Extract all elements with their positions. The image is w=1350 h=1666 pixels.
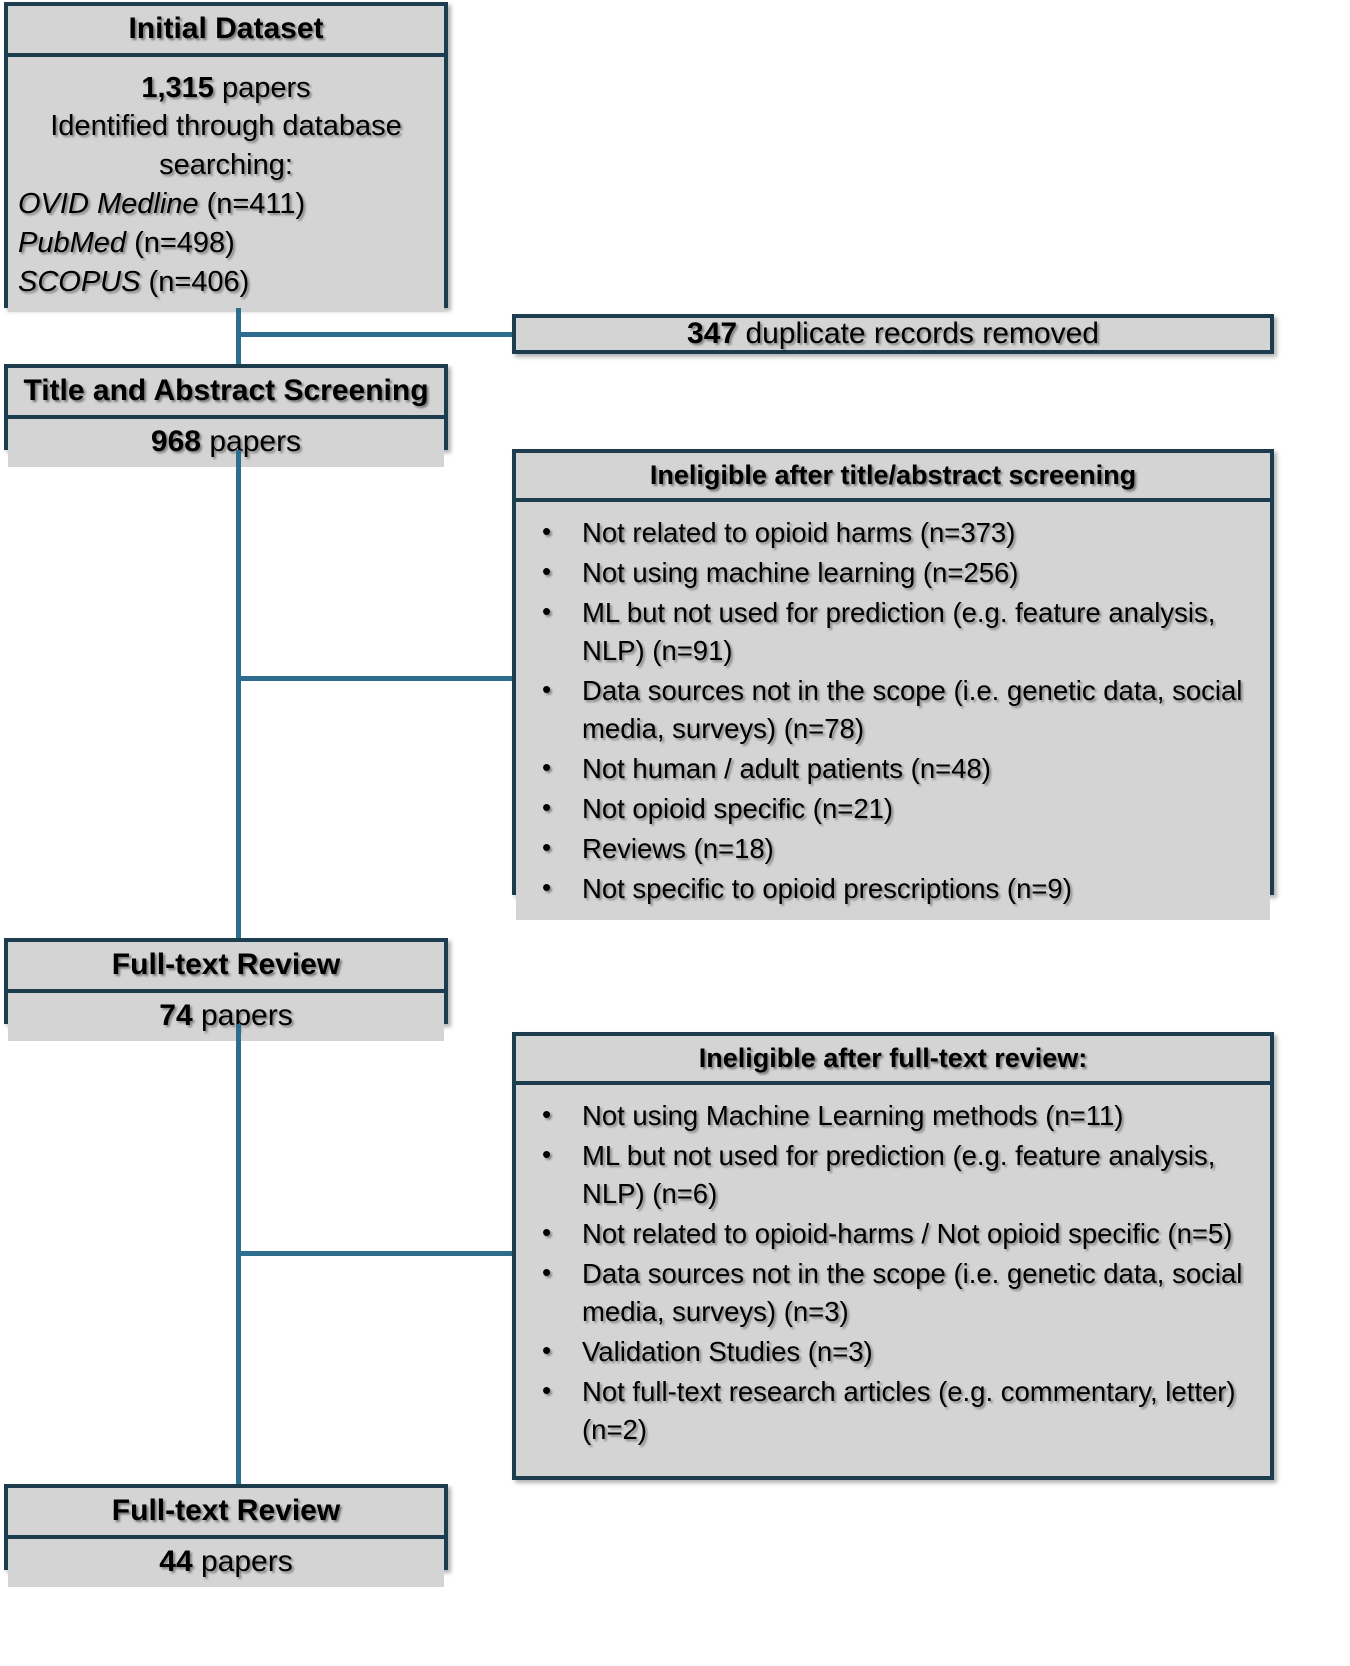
list-item: • Reviews (n=18) [520,830,1256,868]
fulltext-final-box: Full-text Review 44 papers [4,1484,448,1587]
list-item-label: Not related to opioid-harms / Not opioid… [582,1218,1233,1250]
connector-branch-ineligible-title-abstract [236,676,514,681]
fulltext-review-count: 74 [159,998,193,1032]
ineligible-fulltext-header: Ineligible after full-text review: [516,1036,1270,1086]
title-abstract-count-unit: papers [209,424,302,458]
source-ovid-medline: OVID Medline (n=411) [18,185,434,224]
title-abstract-count: 968 [150,424,201,458]
bullet-icon: • [542,1374,552,1405]
list-item: • Not specific to opioid prescriptions (n… [520,870,1256,908]
source-scopus-count: (n=406) [148,265,250,298]
connector-branch-duplicates [236,332,514,337]
list-item-label: Validation Studies (n=3) [582,1335,873,1367]
fulltext-review-header: Full-text Review [8,942,444,993]
source-ovid-medline-name: OVID Medline [18,188,199,221]
fulltext-final-header: Full-text Review [8,1488,444,1539]
list-item: • Not related to opioid-harms / Not opioi… [520,1215,1256,1253]
list-item-label: Data sources not in the scope (i.e. gene… [582,675,1243,745]
fulltext-final-count-unit: papers [200,1544,293,1578]
ineligible-title-abstract-body: • Not related to opioid harms (n=373) • No… [516,502,1270,920]
bullet-icon: • [542,1217,552,1248]
ineligible-title-abstract-box: Ineligible after title/abstract screenin… [512,449,1274,920]
list-item-label: ML but not used for prediction (e.g. fea… [582,597,1216,667]
list-item: • Not opioid specific (n=21) [520,790,1256,828]
source-pubmed: PubMed (n=498) [18,224,434,263]
connector-screening-to-fulltext [236,450,241,940]
list-item-label: Not using Machine Learning methods (n=11… [582,1100,1124,1132]
initial-dataset-body: 1,315 papers Identified through database… [8,56,444,312]
duplicate-records-label: duplicate records removed [745,317,1099,350]
bullet-icon: • [542,791,552,822]
source-pubmed-count: (n=498) [134,226,235,259]
ineligible-fulltext-list: • Not using Machine Learning methods (n=1… [516,1085,1270,1460]
ineligible-fulltext-box: Ineligible after full-text review: • Not … [512,1032,1274,1480]
bullet-icon: • [542,1139,552,1170]
initial-dataset-subtitle-line2: searching: [159,149,293,182]
bullet-icon: • [542,1257,552,1288]
list-item-label: Reviews (n=18) [582,832,774,864]
list-item-label: Not full-text research articles (e.g. co… [582,1375,1236,1445]
fulltext-final-count: 44 [159,1544,193,1578]
bullet-icon: • [542,596,552,627]
bullet-icon: • [542,871,552,902]
list-item: • Not human / adult patients (n=48) [520,750,1256,788]
source-scopus: SCOPUS (n=406) [18,263,434,302]
title-abstract-screening-box: Title and Abstract Screening 968 papers [4,364,448,467]
list-item-label: Not human / adult patients (n=48) [582,752,991,784]
fulltext-review-count-line: 74 papers [8,992,444,1041]
list-item-label: Data sources not in the scope (i.e. gene… [582,1258,1243,1328]
list-item: • Data sources not in the scope (i.e. gen… [520,1255,1256,1331]
bullet-icon: • [542,831,552,862]
ineligible-fulltext-body: • Not using Machine Learning methods (n=1… [516,1085,1270,1461]
source-pubmed-name: PubMed [18,226,127,259]
ineligible-title-abstract-list: • Not related to opioid harms (n=373) • No… [516,502,1270,919]
list-item-label: Not related to opioid harms (n=373) [582,517,1016,549]
initial-dataset-count-line: 1,315 papers [18,69,434,108]
initial-dataset-subtitle-line1: Identified through database [50,110,402,143]
source-scopus-name: SCOPUS [18,265,141,298]
bullet-icon: • [542,516,552,547]
list-item-label: Not specific to opioid prescriptions (n=… [582,872,1072,904]
bullet-icon: • [542,751,552,782]
list-item: • ML but not used for prediction (e.g. fe… [520,594,1256,670]
duplicate-records-count: 347 [687,317,738,350]
title-abstract-header: Title and Abstract Screening [8,368,444,419]
initial-dataset-count: 1,315 [141,71,214,104]
bullet-icon: • [542,674,552,705]
bullet-icon: • [542,556,552,587]
list-item-label: Not using machine learning (n=256) [582,557,1019,589]
list-item: • Not full-text research articles (e.g. c… [520,1373,1256,1449]
list-item: • Validation Studies (n=3) [520,1333,1256,1371]
list-item: • Not related to opioid harms (n=373) [520,514,1256,552]
list-item: • Data sources not in the scope (i.e. gen… [520,672,1256,748]
fulltext-review-count-unit: papers [200,998,293,1032]
connector-initial-to-screening [236,308,241,366]
initial-dataset-header: Initial Dataset [8,6,444,57]
list-item: • Not using machine learning (n=256) [520,554,1256,592]
initial-dataset-box: Initial Dataset 1,315 papers Identified … [4,2,448,312]
list-item-label: ML but not used for prediction (e.g. fea… [582,1140,1216,1210]
duplicate-records-box: 347 duplicate records removed [512,314,1274,354]
title-abstract-count-line: 968 papers [8,418,444,467]
connector-branch-ineligible-fulltext [236,1251,514,1256]
list-item-label: Not opioid specific (n=21) [582,792,894,824]
bullet-icon: • [542,1099,552,1130]
initial-dataset-count-unit: papers [221,71,311,104]
list-item: • ML but not used for prediction (e.g. fe… [520,1137,1256,1213]
fulltext-review-box: Full-text Review 74 papers [4,938,448,1041]
bullet-icon: • [542,1334,552,1365]
ineligible-title-abstract-header: Ineligible after title/abstract screenin… [516,453,1270,503]
list-item: • Not using Machine Learning methods (n=1… [520,1097,1256,1135]
fulltext-final-count-line: 44 papers [8,1538,444,1587]
duplicate-records-line: 347 duplicate records removed [516,317,1270,351]
source-ovid-medline-count: (n=411) [206,188,306,221]
